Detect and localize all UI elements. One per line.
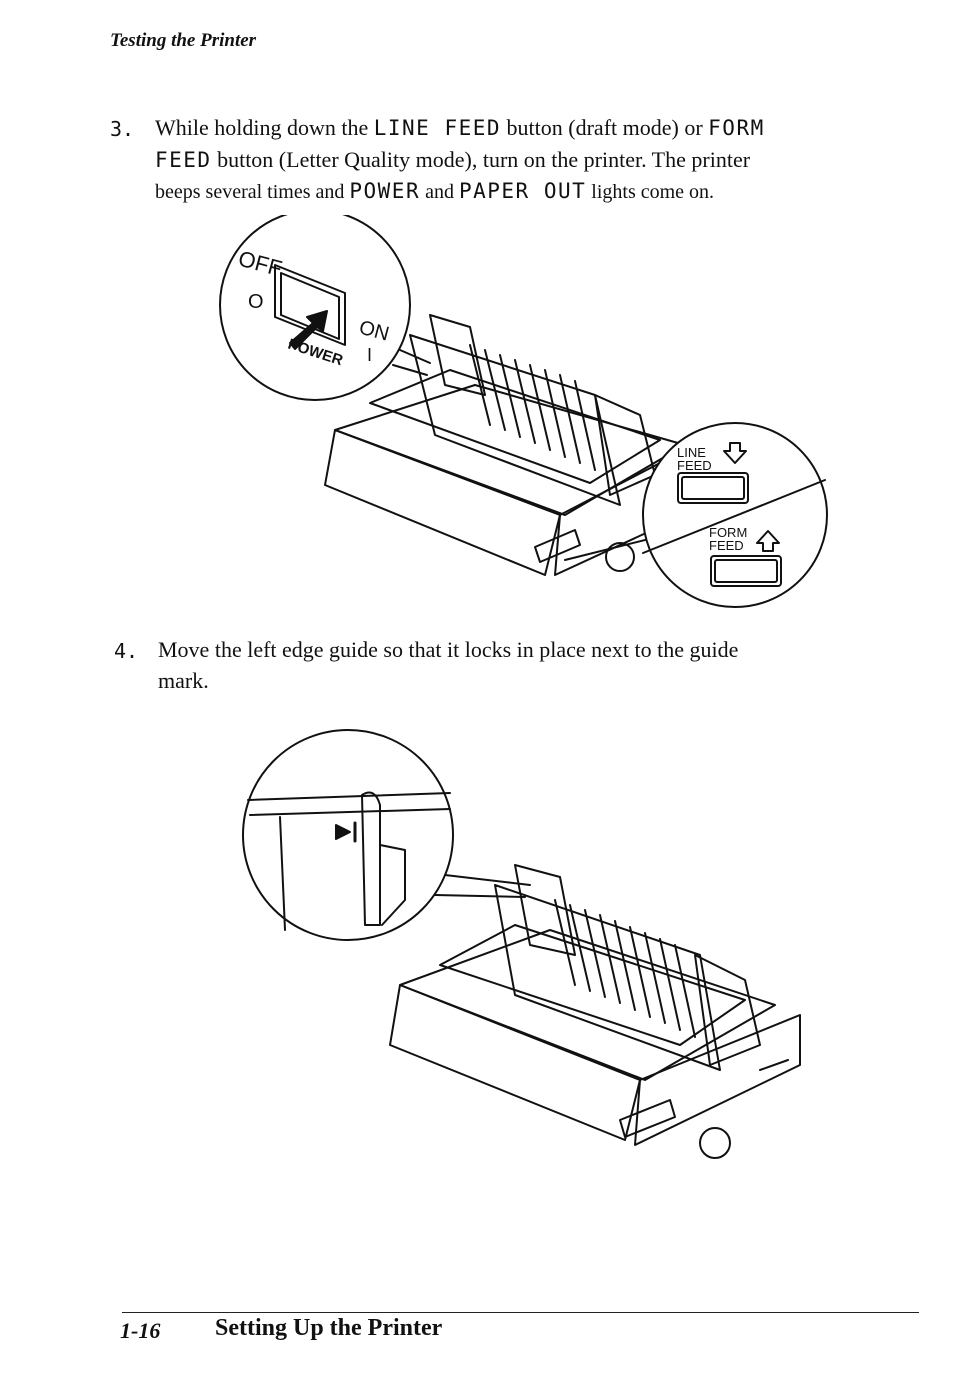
control-panel-inset: LINE FEED FORM FEED [642, 422, 828, 608]
arrow-down-icon [723, 442, 747, 464]
switch-off-symbol: O [248, 291, 264, 313]
step-3-text-3: button (Letter Quality mode), turn on th… [211, 147, 751, 172]
line-feed-button-illustration [677, 472, 749, 504]
printer-drawing-2 [389, 864, 801, 1159]
line-label: LINE [677, 445, 706, 460]
key-form: FORM [708, 116, 765, 140]
step-3-number: 3. [110, 117, 135, 141]
step-3-text-4: beeps several times and [155, 181, 350, 203]
step-4-number: 4. [114, 639, 139, 663]
step-4-text: Move the left edge guide so that it lock… [158, 634, 918, 696]
running-head: Testing the Printer [110, 30, 257, 51]
step-4-line-2: mark. [158, 668, 209, 693]
step-3-text: While holding down the LINE FEED button … [155, 112, 915, 208]
edge-guide-inset [242, 729, 531, 941]
key-line-feed: LINE FEED [373, 116, 502, 140]
feed-label-2: FEED [709, 538, 744, 553]
key-power: POWER [349, 179, 421, 203]
step-3-text-5: and [420, 181, 459, 203]
chapter-title: Setting Up the Printer [215, 1315, 443, 1341]
key-paper-out: PAPER OUT [458, 179, 587, 203]
printer-drawing [324, 314, 686, 576]
page-number: 1-16 [120, 1318, 161, 1343]
switch-on-symbol: I [367, 345, 372, 365]
form-label: FORM [709, 525, 747, 540]
step-3-text-1: While holding down the [155, 115, 374, 140]
guide-mark-icon [335, 824, 351, 840]
step-4-line-1: Move the left edge guide so that it lock… [158, 637, 739, 662]
power-switch-inset: OFF O ON I POWER [219, 215, 431, 401]
figure-edge-guide-illustration [240, 725, 815, 1205]
arrow-icon [289, 310, 328, 350]
step-3-text-6: lights come on. [586, 181, 715, 203]
figure-power-on-illustration: OFF O ON I POWER [215, 215, 835, 610]
form-feed-button-illustration [710, 555, 782, 587]
key-feed: FEED [155, 148, 212, 172]
feed-label: FEED [677, 458, 712, 473]
arrow-up-icon [756, 530, 780, 552]
step-3-text-2: button (draft mode) or [501, 115, 709, 140]
footer-rule [122, 1312, 919, 1313]
